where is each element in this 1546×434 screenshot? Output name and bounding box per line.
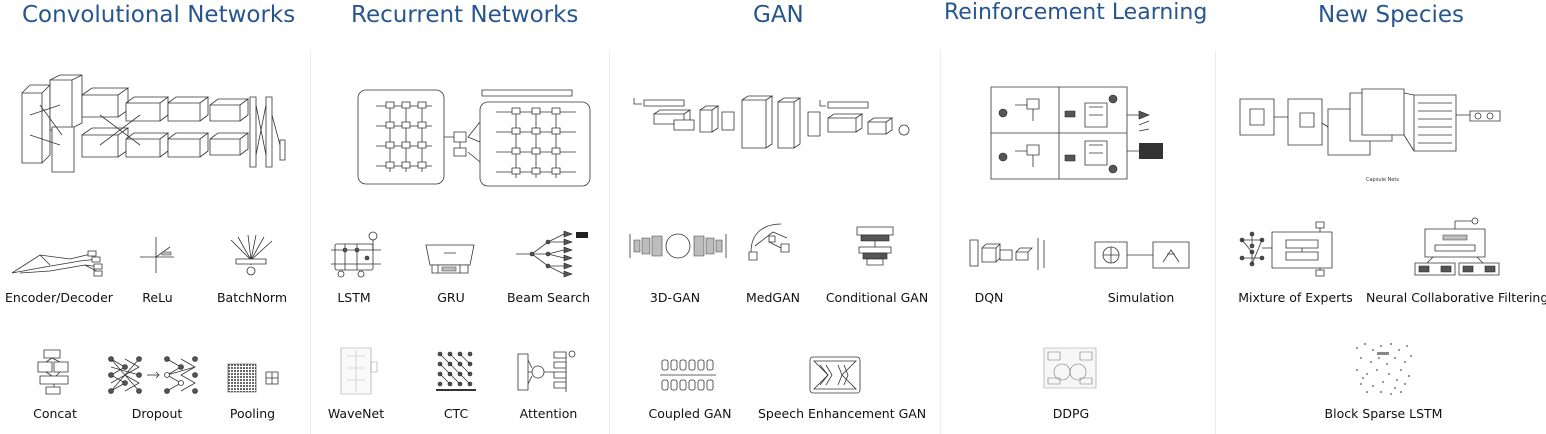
- item-label-simulation: Simulation: [1107, 290, 1175, 305]
- attention-diagram: [516, 348, 578, 396]
- item-label-coupled-gan: Coupled GAN: [648, 406, 732, 421]
- section-convolutional-networks: Convolutional Networks Encoder/Decoder R…: [0, 0, 310, 434]
- section-divider: [609, 50, 610, 434]
- section-reinforcement-learning: Reinforcement Learning DQN Simulation: [941, 0, 1215, 434]
- item-label-concat: Concat: [33, 406, 77, 421]
- item-label-medgan: MedGAN: [746, 290, 800, 305]
- item-label-block-sparse-lstm: Block Sparse LSTM: [1324, 406, 1443, 421]
- item-label-ddpg: DDPG: [1052, 406, 1090, 421]
- block-sparse-lstm-diagram: [1356, 343, 1412, 395]
- cnn-architecture-diagram: [0, 75, 300, 185]
- rnn-seq2seq-diagram: [356, 82, 596, 187]
- item-label-beam-search: Beam Search: [506, 290, 591, 305]
- capsule-net-diagram: Capsule Nets: [1238, 85, 1508, 183]
- item-label-batchnorm: BatchNorm: [216, 290, 288, 305]
- gru-diagram: [424, 243, 476, 275]
- conditional-gan-diagram: [853, 225, 897, 267]
- encoder-decoder-diagram: [10, 245, 105, 280]
- pooling-diagram: [228, 364, 280, 392]
- section-title: Convolutional Networks: [22, 2, 296, 28]
- item-label-conditional-gan: Conditional GAN: [825, 290, 929, 305]
- item-label-mixture-of-experts: Mixture of Experts: [1238, 290, 1353, 305]
- item-label-speech-enhancement-gan: Speech Enhancement GAN: [758, 406, 927, 421]
- medgan-diagram: [745, 218, 795, 263]
- section-divider: [1215, 50, 1216, 434]
- ddpg-diagram: [1042, 346, 1098, 390]
- item-label-ctc: CTC: [443, 406, 469, 421]
- item-label-dqn: DQN: [974, 290, 1004, 305]
- wavenet-diagram: [339, 346, 379, 396]
- dropout-diagram: [105, 355, 200, 395]
- mixture-of-experts-diagram: [1238, 220, 1338, 278]
- item-label-dropout: Dropout: [131, 406, 183, 421]
- coupled-gan-diagram: [660, 358, 718, 394]
- rl-agent-environment-diagram: [989, 85, 1163, 181]
- item-label-pooling: Pooling: [229, 406, 276, 421]
- dqn-diagram: [966, 236, 1056, 276]
- speech-enhancement-gan-diagram: [808, 355, 862, 395]
- section-new-species: New Species Capsule Nets Mixture of Expe…: [1216, 0, 1546, 434]
- section-title: New Species: [1318, 2, 1464, 28]
- gan-architecture-diagram: [632, 88, 922, 158]
- section-title: Recurrent Networks: [351, 2, 579, 28]
- section-title: Reinforcement Learning: [944, 0, 1208, 25]
- section-divider: [310, 50, 311, 434]
- beam-search-diagram: [514, 228, 588, 280]
- batchnorm-diagram: [226, 235, 276, 280]
- concat-diagram: [36, 348, 76, 396]
- item-label-relu: ReLu: [142, 290, 173, 305]
- simulation-diagram: [1093, 240, 1193, 278]
- item-label-lstm: LSTM: [337, 290, 371, 305]
- relu-diagram: [138, 235, 178, 275]
- item-label-3d-gan: 3D-GAN: [649, 290, 701, 305]
- capsule-nets-caption: Capsule Nets: [1366, 177, 1399, 183]
- item-label-encoder-decoder: Encoder/Decoder: [5, 290, 113, 305]
- item-label-gru: GRU: [437, 290, 465, 305]
- item-label-wavenet: WaveNet: [327, 406, 385, 421]
- section-recurrent-networks: Recurrent Networks LSTM: [311, 0, 609, 434]
- section-gan: GAN 3D-GAN MedGAN Conditional GAN: [610, 0, 940, 434]
- section-title: GAN: [753, 2, 804, 28]
- neural-collaborative-filtering-diagram: [1413, 215, 1503, 280]
- section-divider: [940, 50, 941, 434]
- 3d-gan-diagram: [628, 228, 728, 264]
- ctc-diagram: [436, 350, 480, 394]
- item-label-neural-collaborative-filtering: Neural Collaborative Filtering: [1366, 290, 1546, 305]
- lstm-diagram: [331, 230, 383, 278]
- item-label-attention: Attention: [519, 406, 578, 421]
